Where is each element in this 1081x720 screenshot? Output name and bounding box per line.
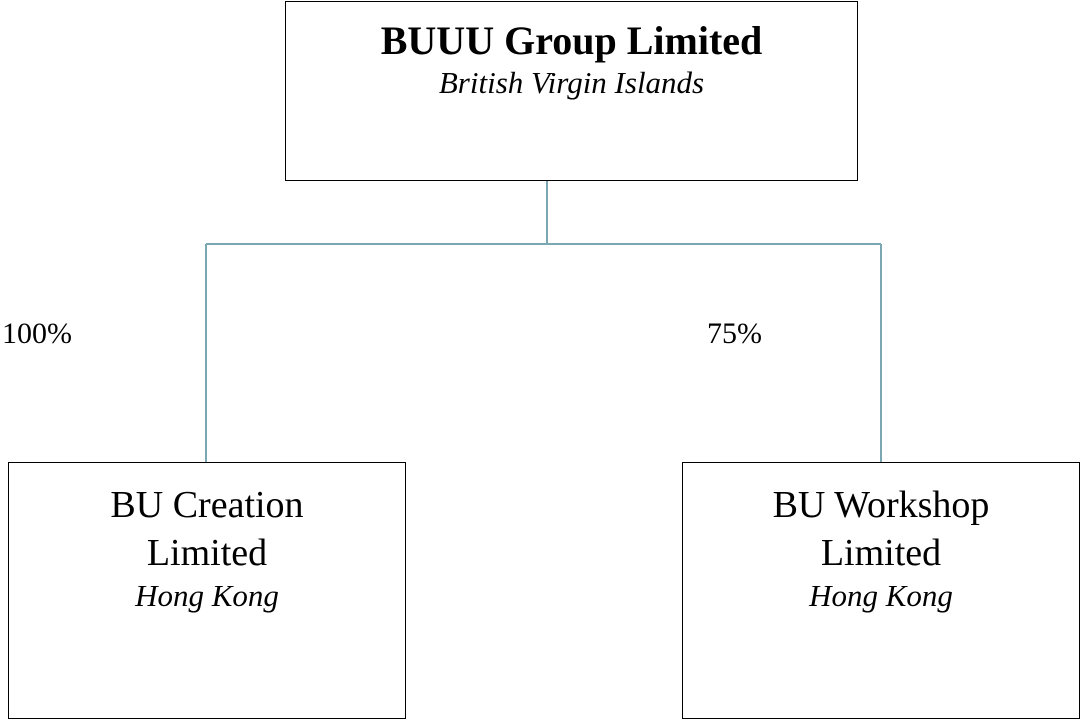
parent-company-box: BUUU Group Limited British Virgin Island…	[285, 1, 858, 181]
subsidiary-box-bu-creation: BU Creation Limited Hong Kong	[8, 462, 406, 719]
ownership-percentage-left: 100%	[2, 317, 72, 350]
parent-company-jurisdiction: British Virgin Islands	[438, 65, 705, 100]
subsidiary-jurisdiction: Hong Kong	[809, 578, 953, 613]
subsidiary-jurisdiction: Hong Kong	[135, 578, 279, 613]
parent-company-name: BUUU Group Limited	[380, 18, 763, 63]
ownership-percentage-right: 75%	[707, 317, 762, 350]
subsidiary-name-line1: BU Creation	[110, 484, 304, 526]
subsidiary-name-line2: Limited	[820, 532, 942, 574]
subsidiary-box-bu-workshop: BU Workshop Limited Hong Kong	[682, 462, 1080, 719]
subsidiary-name-line1: BU Workshop	[772, 484, 990, 526]
subsidiary-name-line2: Limited	[146, 532, 268, 574]
